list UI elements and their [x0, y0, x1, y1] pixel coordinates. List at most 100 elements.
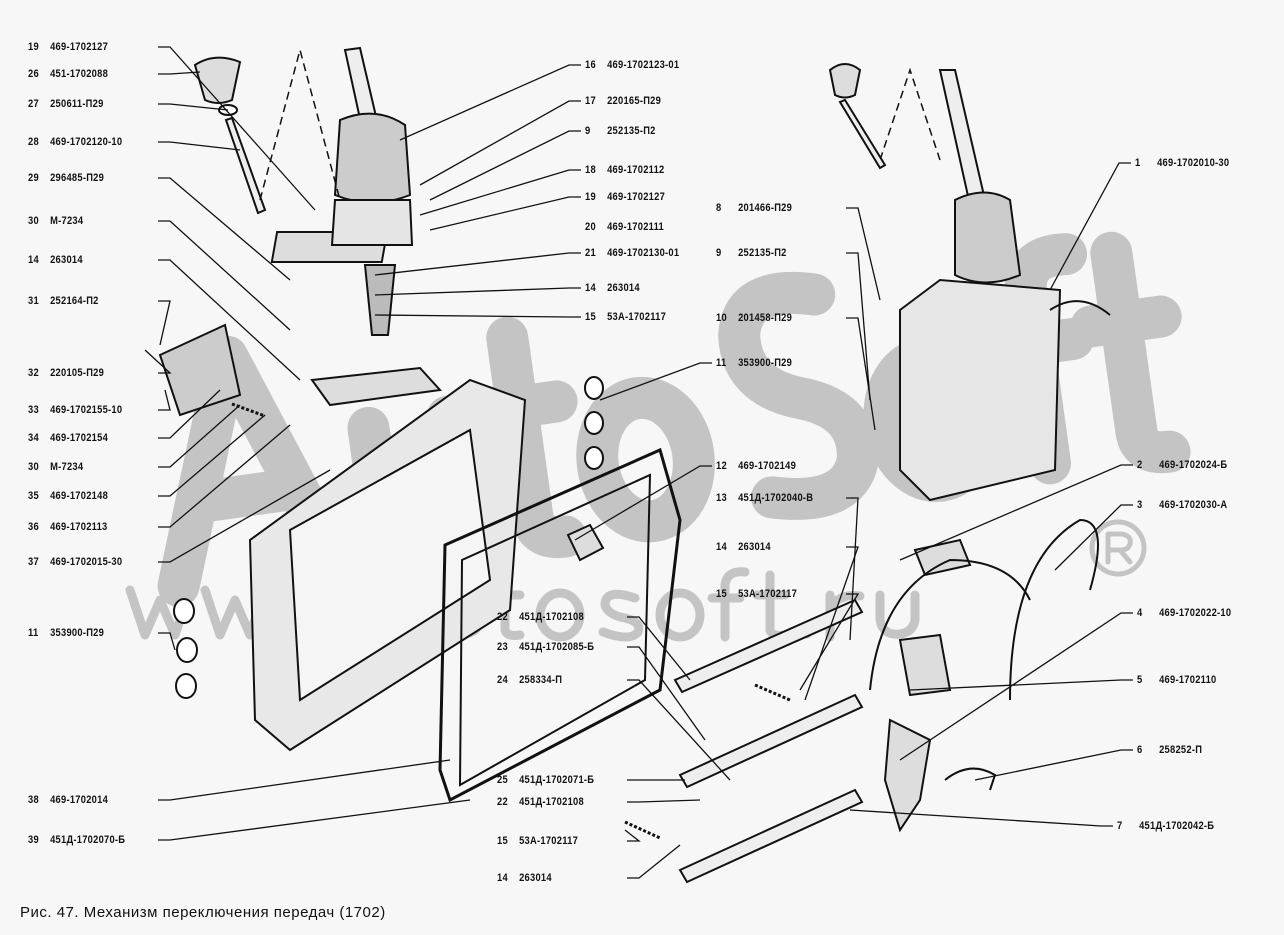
seal-rings	[173, 376, 604, 699]
shift-forks	[869, 518, 1099, 833]
leader-line	[627, 679, 731, 781]
leader-line	[846, 497, 859, 641]
leader-line	[804, 546, 859, 701]
leader-lines	[144, 46, 1133, 879]
part-number: 14	[497, 872, 508, 884]
part-code: 53А-1702117	[738, 588, 798, 600]
leader-line	[158, 632, 176, 651]
part-number: 9	[716, 247, 722, 259]
leader-line	[799, 593, 860, 691]
part-code: 353900-П29	[738, 357, 793, 369]
leader-line	[158, 141, 241, 151]
part-number: 34	[28, 432, 39, 444]
part-code: 469-1702148	[50, 490, 109, 502]
part-number: 29	[28, 172, 39, 184]
part-code: 469-1702149	[738, 460, 797, 472]
part-number: 15	[497, 835, 508, 847]
leader-line	[429, 196, 581, 231]
part-number: 2	[1137, 459, 1143, 471]
assembled-mechanism	[828, 63, 1111, 502]
guide-line	[879, 67, 941, 161]
leader-line	[158, 177, 291, 281]
part-number: 14	[716, 541, 727, 553]
figure-caption: Рис. 47. Механизм переключения передач (…	[20, 904, 386, 921]
part-code: 263014	[519, 872, 552, 884]
part-code: 469-1702014	[50, 794, 109, 806]
part-number: 17	[585, 95, 596, 107]
part-code: 451Д-1702071-Б	[519, 774, 595, 786]
part-number: 31	[28, 295, 39, 307]
part-number: 19	[28, 41, 39, 53]
part-number: 21	[585, 247, 596, 259]
part-code: 469-1702112	[607, 164, 665, 176]
part-code: 451Д-1702042-Б	[1139, 820, 1215, 832]
part-code: 220105-П29	[50, 367, 105, 379]
part-code: 296485-П29	[50, 172, 105, 184]
part-number: 1	[1135, 157, 1141, 169]
part-number: 15	[716, 588, 727, 600]
leader-line	[909, 679, 1133, 691]
part-code: 252135-П2	[607, 125, 656, 137]
gear-lever	[270, 46, 414, 336]
housing-gasket	[438, 447, 682, 803]
part-code: 451Д-1702040-В	[738, 492, 814, 504]
leader-line	[144, 349, 172, 374]
part-label: 10 201458-П29	[716, 312, 792, 324]
part-number: 14	[28, 254, 39, 266]
part-number: 25	[497, 774, 508, 786]
part-code: М-7234	[50, 215, 84, 227]
part-code: 469-1702120-10	[50, 136, 123, 148]
leader-line	[429, 130, 581, 201]
part-number: 30	[28, 215, 39, 227]
shift-rods	[673, 598, 864, 884]
part-code: 263014	[607, 282, 640, 294]
part-code: 201458-П29	[738, 312, 793, 324]
part-code: 250611-П29	[50, 98, 104, 110]
part-code: 469-1702022-10	[1159, 607, 1232, 619]
cover-gasket	[310, 366, 443, 407]
leader-line	[158, 404, 241, 468]
leader-line	[599, 362, 712, 401]
part-number: 39	[28, 834, 39, 846]
leader-line	[627, 646, 706, 741]
part-label: 25 451Д-1702071-Б	[497, 774, 594, 786]
leader-line	[374, 252, 581, 276]
part-number: 14	[585, 282, 596, 294]
part-code: 258334-П	[519, 674, 563, 686]
part-number: 10	[716, 312, 727, 324]
part-code: 469-1702010-30	[1157, 157, 1230, 169]
part-label: 1 469-1702010-30	[1135, 157, 1229, 169]
part-number: 33	[28, 404, 39, 416]
part-label: 9 252135-П2	[585, 125, 656, 137]
leader-line	[419, 169, 581, 216]
leader-line	[899, 464, 1133, 561]
part-code: 451Д-1702070-Б	[50, 834, 126, 846]
part-number: 9	[585, 125, 591, 137]
part-number: 18	[585, 164, 596, 176]
leader-line	[158, 799, 471, 841]
part-number: 11	[28, 627, 39, 639]
part-code: 263014	[738, 541, 771, 553]
part-number: 36	[28, 521, 39, 533]
part-label: 14 263014	[497, 872, 552, 884]
